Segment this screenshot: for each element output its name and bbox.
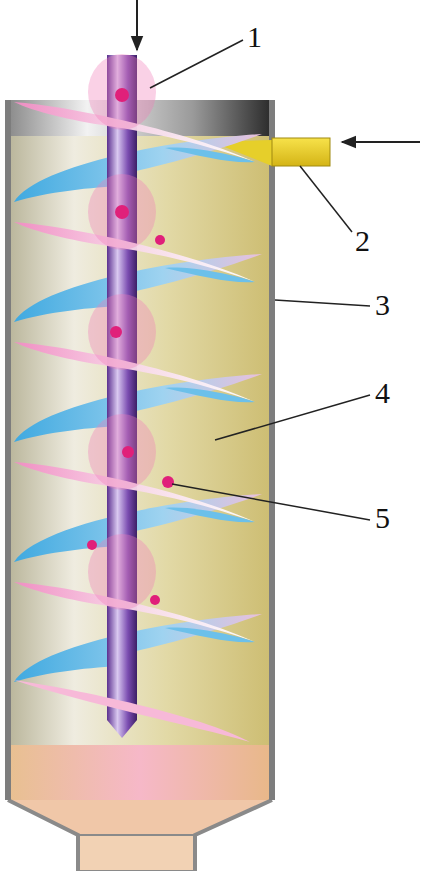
housing-wall xyxy=(8,100,272,800)
central-tube xyxy=(107,55,137,738)
nozzle-holes xyxy=(87,88,174,605)
callout-number: 5 xyxy=(375,503,390,533)
housing-bottom xyxy=(8,745,272,800)
callout-number: 3 xyxy=(375,290,390,320)
callout-number: 4 xyxy=(375,378,390,408)
housing-body xyxy=(8,100,272,760)
flow-arrow xyxy=(136,0,138,50)
spiral-front xyxy=(14,54,255,742)
outlet-wall xyxy=(8,800,272,871)
leader-lines xyxy=(150,40,370,520)
spiral-back xyxy=(14,134,262,682)
flow-arrow xyxy=(342,141,420,143)
callout-number: 2 xyxy=(355,226,370,256)
inlet-pipe xyxy=(272,138,330,166)
callout-number: 1 xyxy=(247,22,262,52)
outlet-pipe xyxy=(78,835,195,871)
